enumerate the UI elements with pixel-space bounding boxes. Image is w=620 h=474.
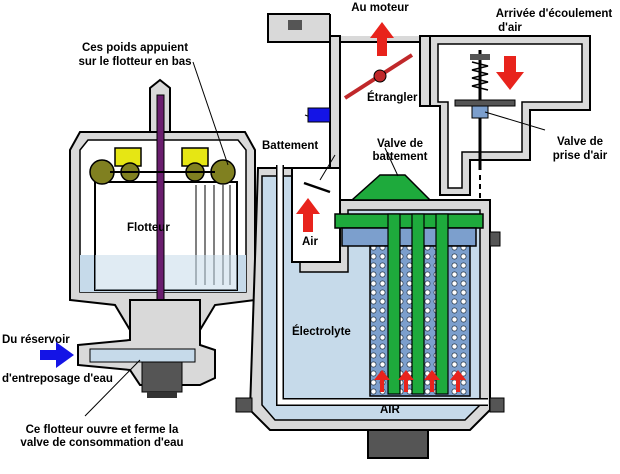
label-air: Air <box>302 236 318 248</box>
label-ouvre-2: valve de consommation d'eau <box>20 437 184 449</box>
label-poids-2: sur le flotteur en bas <box>78 56 192 68</box>
float-weights <box>89 147 236 185</box>
inlet-valve <box>77 299 216 398</box>
label-electrolyte: Électrolyte <box>292 326 351 338</box>
label-valve-prise-1: Valve de <box>556 136 604 148</box>
flapper-arrow-icon <box>296 198 320 232</box>
engine-duct <box>267 12 431 267</box>
label-poids-1: Ces poids appuient <box>81 42 189 54</box>
electrode-assembly <box>334 174 484 397</box>
label-air-bottom: AIR <box>380 404 400 416</box>
air-pipe <box>276 165 488 406</box>
label-arrivee-1: Arrivée d'écoulement <box>495 8 613 20</box>
choke-valve-icon <box>343 53 414 100</box>
right-arrow-icon <box>40 342 74 368</box>
label-battement: Battement <box>262 140 319 152</box>
label-etrangler: Étrangler <box>367 92 418 104</box>
label-arrivee-2: d'air <box>498 22 522 34</box>
float-chamber <box>69 78 256 386</box>
label-reservoir-2: d'entreposage d'eau <box>2 373 113 385</box>
label-valve-prise-2: prise d'air <box>552 150 608 162</box>
bubble-arrows <box>374 370 466 392</box>
label-reservoir-1: Du réservoir <box>2 334 70 346</box>
label-au-moteur: Au moteur <box>351 2 409 14</box>
up-arrow-icon <box>370 22 394 56</box>
duct-fitting <box>307 107 331 123</box>
label-flotteur: Flotteur <box>127 222 170 234</box>
down-arrow-icon <box>496 56 524 90</box>
label-valve-battement-1: Valve de <box>376 138 424 150</box>
label-ouvre-1: Ce flotteur ouvre et ferme la <box>25 424 179 436</box>
air-intake-housing <box>429 35 591 200</box>
label-valve-battement-2: battement <box>372 151 428 163</box>
